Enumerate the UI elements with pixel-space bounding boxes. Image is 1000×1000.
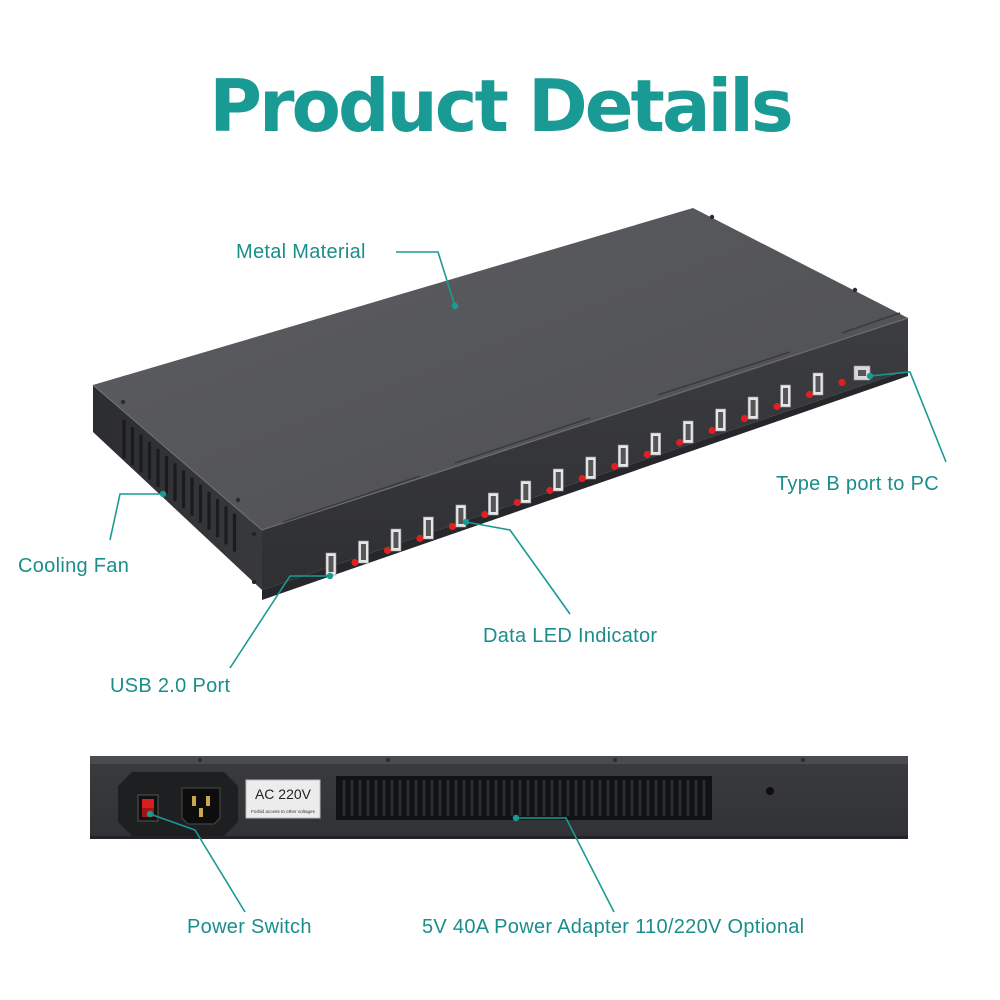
- page-title: Product Details: [209, 64, 794, 148]
- callout-line-adapter: [516, 817, 615, 913]
- data-led: [481, 510, 489, 519]
- callout-type-b-port: Type B port to PC: [776, 473, 939, 495]
- data-led: [773, 402, 781, 411]
- usb-port: [650, 432, 661, 456]
- rear-vent: [336, 776, 712, 820]
- usb-port: [390, 528, 402, 552]
- voltage-label-plate: [245, 779, 321, 819]
- callout-line-switch: [149, 813, 246, 913]
- data-led: [708, 426, 716, 435]
- usb-port: [423, 516, 434, 540]
- data-led: [448, 522, 456, 531]
- left-side-panel: [93, 385, 262, 590]
- voltage-label-text: AC 220V: [255, 786, 312, 802]
- usb-port: [325, 552, 337, 576]
- callout-line-usb: [229, 575, 330, 669]
- data-led: [513, 498, 521, 507]
- data-led: [741, 414, 749, 423]
- data-led: [578, 474, 586, 483]
- usb-port: [617, 444, 629, 468]
- data-led: [383, 546, 392, 555]
- data-led: [676, 438, 684, 447]
- callout-usb-port: USB 2.0 Port: [110, 675, 231, 697]
- power-socket: [181, 787, 221, 825]
- data-led: [838, 378, 846, 387]
- metal-top-panel: [93, 208, 908, 530]
- cooling-vent-slots: [122, 420, 237, 552]
- data-led: [416, 534, 424, 543]
- usb-port: [747, 396, 759, 420]
- data-led: [351, 558, 359, 567]
- usb-port: [358, 540, 369, 564]
- callout-power-switch: Power Switch: [187, 916, 312, 938]
- callout-metal-material: Metal Material: [236, 241, 366, 263]
- usb-port: [812, 372, 824, 396]
- callout-line-metal: [396, 251, 456, 307]
- data-led: [643, 450, 651, 459]
- callout-cooling-fan: Cooling Fan: [18, 555, 130, 577]
- data-led: [805, 390, 814, 399]
- rear-panel: [90, 756, 908, 839]
- usb-port: [715, 408, 726, 432]
- data-led: [546, 486, 554, 495]
- callout-line-fan: [109, 493, 163, 541]
- callout-data-led: Data LED Indicator: [483, 625, 658, 647]
- usb-port: [455, 504, 467, 528]
- usb-port: [488, 492, 499, 516]
- usb-port: [780, 384, 791, 408]
- usb-port: [585, 456, 597, 480]
- usb-port: [682, 420, 694, 444]
- usb-port-row: [325, 372, 846, 576]
- usb-port: [520, 480, 532, 504]
- usb-port: [552, 468, 564, 492]
- callout-line-typeb: [869, 371, 947, 463]
- data-led: [611, 462, 619, 471]
- callout-line-led: [465, 521, 571, 615]
- usb-hub-device: [92, 208, 909, 600]
- voltage-label-note: Forbid access to other voltages: [251, 809, 316, 814]
- callout-power-adapter: 5V 40A Power Adapter 110/220V Optional: [422, 916, 805, 938]
